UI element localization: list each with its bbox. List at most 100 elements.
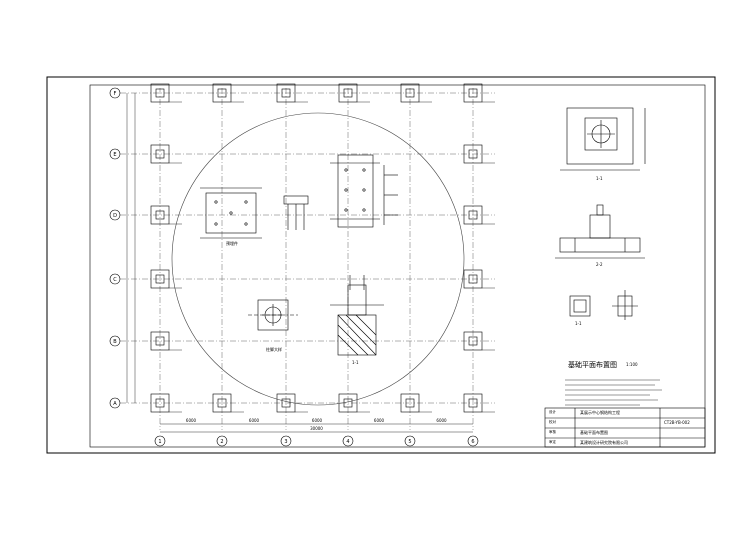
drawing-scale: 1:100 bbox=[626, 362, 638, 367]
drawing-title: 基础平面布置图 bbox=[568, 361, 617, 369]
column-stub bbox=[468, 149, 478, 159]
anchor-plate-detail bbox=[330, 154, 398, 228]
footing-pad bbox=[150, 83, 170, 103]
axis-bubble-col bbox=[216, 435, 228, 447]
axis-grid bbox=[120, 88, 495, 430]
title-block-row-1: 设计 bbox=[549, 410, 556, 414]
detail-label-embed: 预埋件 bbox=[226, 241, 238, 246]
building-outline-circle bbox=[171, 112, 465, 406]
axis-bubble-row bbox=[109, 397, 121, 409]
axis-label-col: 5 bbox=[408, 439, 411, 445]
right-column-sections bbox=[569, 290, 638, 320]
axis-bubble-row bbox=[109, 273, 121, 285]
column-base-detail bbox=[248, 299, 298, 331]
title-block-frame bbox=[544, 407, 706, 448]
footing-pad bbox=[150, 393, 170, 413]
axis-bubble-col bbox=[154, 435, 166, 447]
axis-label-col: 6 bbox=[471, 439, 474, 445]
right-footing-section bbox=[555, 204, 645, 259]
section-label-3: 1-1 bbox=[575, 321, 582, 326]
right-footing-plan bbox=[560, 107, 646, 171]
title-block-project: 某展示中心钢结构工程 bbox=[580, 410, 620, 415]
footing-pad bbox=[463, 269, 483, 289]
title-block-footer: 某建筑设计研究院有限公司 bbox=[580, 440, 628, 445]
axis-bubble-row bbox=[109, 87, 121, 99]
dim-text-bay: 6000 bbox=[312, 418, 323, 423]
footing-symbols bbox=[150, 83, 495, 413]
column-stub bbox=[405, 88, 415, 98]
axis-bubble-col bbox=[467, 435, 479, 447]
footing-pad bbox=[150, 144, 170, 164]
axis-label-row: A bbox=[113, 401, 117, 407]
footing-pad bbox=[150, 331, 170, 351]
column-stub bbox=[468, 336, 478, 346]
title-block-sheet-name: 基础平面布置图 bbox=[580, 430, 608, 435]
title-block-row-3: 审核 bbox=[549, 430, 556, 434]
dim-text-bay: 6000 bbox=[374, 418, 385, 423]
axis-label-row: E bbox=[113, 152, 116, 158]
column-stub bbox=[155, 149, 165, 159]
title-block-row-4: 审定 bbox=[549, 440, 556, 444]
column-stub bbox=[155, 398, 165, 408]
axis-bubble-col bbox=[404, 435, 416, 447]
footing-pad bbox=[338, 83, 358, 103]
pile-cap-section bbox=[330, 275, 384, 356]
axis-bubble-col bbox=[280, 435, 292, 447]
axis-label-row: D bbox=[113, 213, 117, 219]
axis-label-col: 1 bbox=[158, 439, 161, 445]
column-stub bbox=[343, 398, 353, 408]
footing-pad bbox=[150, 205, 170, 225]
footing-pad bbox=[150, 269, 170, 289]
title-block-row-2: 校对 bbox=[549, 420, 556, 424]
axis-label-col: 3 bbox=[284, 439, 287, 445]
footing-pad bbox=[276, 83, 296, 103]
axis-label-row: B bbox=[113, 339, 117, 345]
footing-pad bbox=[400, 83, 420, 103]
column-stub bbox=[281, 88, 291, 98]
embedded-plate-detail bbox=[200, 187, 309, 239]
axis-label-row: C bbox=[113, 277, 117, 283]
column-stub bbox=[155, 88, 165, 98]
column-stub bbox=[468, 398, 478, 408]
footing-pad bbox=[463, 331, 483, 351]
footing-pad bbox=[463, 83, 483, 103]
dim-text-total: 30000 bbox=[310, 426, 323, 431]
column-stub bbox=[281, 398, 291, 408]
sheet-frame bbox=[46, 76, 716, 454]
general-notes bbox=[565, 379, 662, 406]
axis-label-col: 2 bbox=[220, 439, 223, 445]
footing-pad bbox=[212, 393, 232, 413]
footing-pad bbox=[400, 393, 420, 413]
column-stub bbox=[155, 274, 165, 284]
column-stub bbox=[405, 398, 415, 408]
column-stub bbox=[468, 210, 478, 220]
column-stub bbox=[217, 398, 227, 408]
dim-text-bay: 6000 bbox=[186, 418, 197, 423]
axis-bubble-row bbox=[109, 209, 121, 221]
dim-text-bay: 6000 bbox=[436, 418, 447, 423]
column-stub bbox=[343, 88, 353, 98]
dimension-lines: 6000 6000 6000 6000 6000 30000 bbox=[126, 93, 473, 433]
section-label-2: 2-2 bbox=[596, 262, 603, 267]
axis-bubble-col bbox=[342, 435, 354, 447]
column-stub bbox=[155, 210, 165, 220]
dim-text-bay: 6000 bbox=[249, 418, 260, 423]
footing-pad bbox=[212, 83, 232, 103]
section-label-1: 1-1 bbox=[596, 176, 603, 181]
axis-bubble-row bbox=[109, 335, 121, 347]
axis-label-col: 4 bbox=[346, 439, 349, 445]
detail-label-section: 1-1 bbox=[352, 360, 359, 365]
detail-label-base: 柱脚大样 bbox=[266, 347, 282, 352]
footing-pad bbox=[463, 205, 483, 225]
column-stub bbox=[155, 336, 165, 346]
footing-pad bbox=[338, 393, 358, 413]
footing-pad bbox=[463, 393, 483, 413]
title-block-drawing-no: CT2B-YB-002 bbox=[664, 420, 690, 425]
column-stub bbox=[217, 88, 227, 98]
column-stub bbox=[468, 274, 478, 284]
drawing-border bbox=[89, 84, 706, 448]
footing-pad bbox=[463, 144, 483, 164]
